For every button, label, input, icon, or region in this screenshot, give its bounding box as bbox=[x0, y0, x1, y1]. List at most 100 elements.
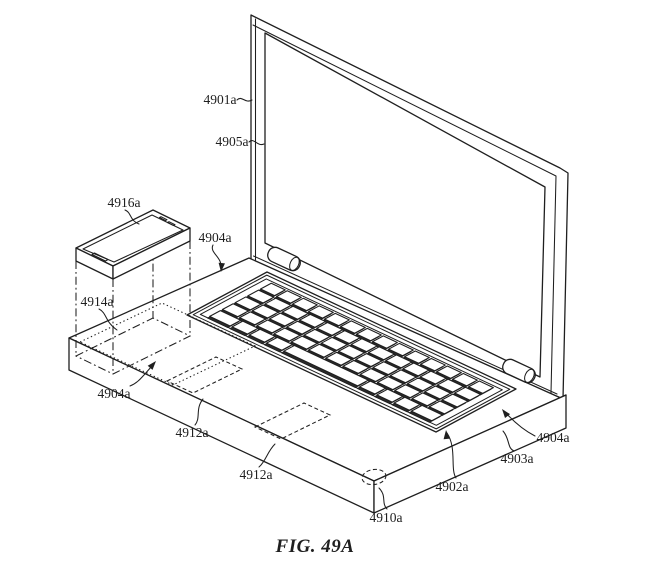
dock-volume-footprint bbox=[74, 317, 192, 375]
key bbox=[340, 320, 366, 334]
label-4901a: 4901a bbox=[204, 92, 237, 107]
key bbox=[410, 404, 444, 422]
key bbox=[256, 319, 284, 334]
key bbox=[299, 313, 327, 328]
leader-4916a bbox=[124, 209, 140, 225]
key bbox=[286, 320, 314, 335]
key bbox=[406, 377, 434, 392]
lid-thickness-edge bbox=[252, 24, 557, 394]
key bbox=[468, 380, 494, 394]
key bbox=[394, 384, 422, 399]
key bbox=[376, 388, 404, 403]
key bbox=[372, 361, 400, 376]
leader-4912a-2 bbox=[258, 443, 276, 468]
key bbox=[355, 353, 383, 368]
key bbox=[385, 354, 413, 369]
leader-4910a bbox=[378, 487, 388, 510]
key bbox=[221, 303, 249, 318]
phone bbox=[75, 209, 191, 280]
key bbox=[324, 312, 350, 327]
key bbox=[308, 305, 334, 319]
keyboard-rim-2 bbox=[199, 278, 503, 426]
hinge-left bbox=[267, 246, 301, 272]
key bbox=[251, 304, 279, 319]
key bbox=[359, 368, 387, 383]
label-4904a-left: 4904a bbox=[98, 386, 131, 401]
keyboard-rim-1 bbox=[192, 274, 511, 430]
key bbox=[436, 378, 464, 393]
key bbox=[338, 344, 366, 359]
phone-camera-dot-1 bbox=[158, 216, 168, 222]
leader-lines bbox=[98, 97, 536, 510]
leader-arrow-4904a-left bbox=[129, 365, 153, 387]
key bbox=[452, 372, 478, 387]
key bbox=[356, 327, 382, 342]
key bbox=[404, 350, 430, 364]
key bbox=[428, 400, 456, 415]
key bbox=[234, 296, 262, 311]
label-4904a-top: 4904a bbox=[199, 230, 232, 245]
key bbox=[273, 327, 301, 342]
key bbox=[333, 330, 361, 345]
dock-area-dotted-outline bbox=[78, 302, 257, 386]
key bbox=[367, 346, 395, 361]
key bbox=[325, 351, 353, 366]
leader-4912a-1 bbox=[194, 398, 204, 426]
arrowhead-4902a bbox=[443, 430, 450, 440]
sensor-region-2 bbox=[253, 402, 332, 440]
key bbox=[419, 370, 447, 385]
key bbox=[264, 297, 292, 312]
key bbox=[342, 359, 370, 374]
label-4910a: 4910a bbox=[370, 510, 403, 525]
key bbox=[269, 312, 297, 327]
key bbox=[441, 393, 469, 408]
key bbox=[376, 376, 405, 391]
key bbox=[359, 380, 387, 395]
key bbox=[316, 321, 344, 336]
label-4912a-1: 4912a bbox=[176, 425, 209, 440]
hinge-left-cap bbox=[289, 256, 300, 271]
key bbox=[411, 392, 439, 407]
laptop-lid bbox=[250, 14, 569, 400]
figure-caption: FIG. 49A bbox=[275, 536, 355, 557]
leader-4905a bbox=[248, 140, 265, 146]
display-screen bbox=[264, 32, 546, 378]
label-4903a: 4903a bbox=[501, 451, 534, 466]
key bbox=[231, 320, 259, 335]
label-4914a: 4914a bbox=[81, 294, 114, 309]
hinge-right bbox=[502, 358, 536, 384]
key bbox=[388, 342, 414, 357]
key bbox=[420, 357, 446, 372]
key bbox=[436, 365, 462, 379]
leader-4914a bbox=[98, 308, 118, 331]
label-4912a-2: 4912a bbox=[240, 467, 273, 482]
key bbox=[454, 386, 482, 401]
key bbox=[402, 362, 430, 377]
leader-4903a bbox=[502, 430, 515, 452]
key bbox=[290, 335, 318, 350]
key bbox=[292, 297, 318, 312]
label-4904a-right: 4904a bbox=[537, 430, 570, 445]
key bbox=[320, 336, 348, 351]
phone-speaker-slot bbox=[91, 252, 109, 262]
key bbox=[303, 328, 331, 343]
hinge-right-cap bbox=[524, 368, 535, 383]
key bbox=[350, 338, 378, 353]
label-4902a: 4902a bbox=[436, 479, 469, 494]
keyboard bbox=[186, 271, 517, 433]
label-4905a: 4905a bbox=[216, 134, 249, 149]
arrowhead-4904a-top bbox=[218, 262, 225, 272]
key bbox=[281, 305, 309, 320]
key bbox=[247, 289, 275, 304]
key bbox=[239, 311, 267, 326]
phone-camera-dot-2 bbox=[166, 221, 176, 227]
key bbox=[276, 290, 302, 304]
arrowhead-4904a-left bbox=[147, 361, 156, 370]
sensor-region-1 bbox=[165, 356, 244, 394]
hinge-right-cylinder bbox=[502, 358, 536, 384]
key bbox=[248, 328, 276, 343]
dock-region bbox=[74, 232, 257, 386]
key bbox=[424, 385, 452, 400]
